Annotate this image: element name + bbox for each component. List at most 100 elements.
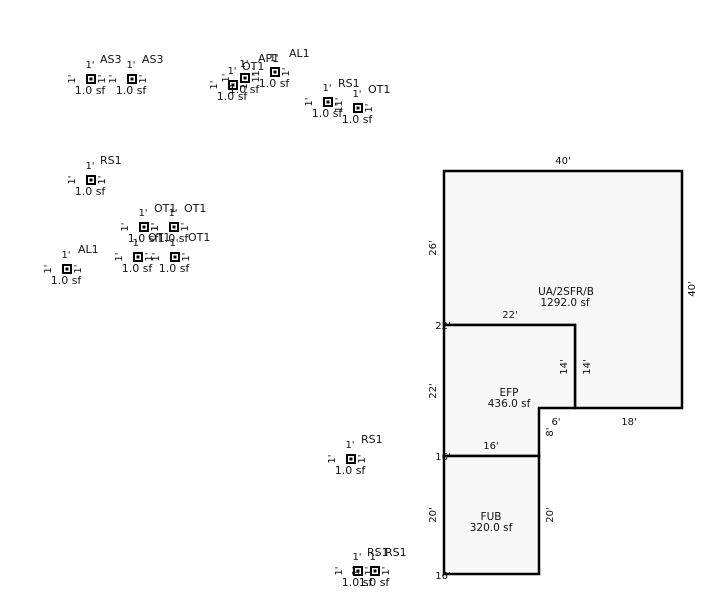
marker-dim-left: 1'	[351, 566, 362, 575]
marker-dim-left: 1'	[304, 97, 315, 106]
marker-core	[173, 255, 177, 259]
marker-dim-left: 1'	[327, 454, 338, 463]
marker-area-label: 1.0 sf	[116, 84, 148, 97]
marker-area-label: 1.0 sf	[122, 262, 154, 275]
marker-dim-right: 1'	[144, 252, 155, 261]
dim-left-lower: 20'	[428, 507, 439, 522]
marker-code-label: OT1	[154, 202, 176, 215]
fub-area-polygon[interactable]	[442, 454, 541, 576]
marker-dim-right: 1'	[97, 175, 108, 184]
marker-dim-top: 1'	[369, 552, 378, 563]
ua-code-label: UA/2SFR/B	[538, 286, 594, 298]
marker-dim-top: 1'	[169, 238, 178, 249]
marker-code-label: RS1	[361, 433, 383, 446]
dim-vertex-bottom: 16'	[435, 571, 450, 582]
marker-core	[243, 76, 247, 80]
marker-code-label: AS3	[100, 53, 122, 66]
marker-dim-right: 1'	[138, 74, 149, 83]
marker-core	[142, 225, 146, 229]
marker-dim-left: 1'	[334, 566, 345, 575]
marker-core	[89, 77, 93, 81]
marker-dim-top: 1'	[322, 83, 331, 94]
marker-area-label: 1.0 sf	[342, 576, 374, 589]
marker-dim-left: 1'	[209, 80, 220, 89]
efp-area-label: 436.0 sf	[488, 398, 531, 410]
marker-core	[130, 77, 134, 81]
dim-right: 40'	[687, 281, 698, 296]
marker-core	[356, 106, 360, 110]
marker-code-label: AS3	[142, 53, 164, 66]
marker-code-label: OT1	[188, 231, 210, 244]
marker-dim-right: 1'	[364, 566, 375, 575]
marker-dim-top: 1'	[227, 66, 236, 77]
marker-dim-right: 1'	[364, 103, 375, 112]
marker-core	[356, 569, 360, 573]
marker-area-label: 1.0 sf	[342, 113, 374, 126]
dim-step-vertical: 8'	[545, 427, 556, 436]
marker-dim-left: 1'	[150, 222, 161, 231]
marker-area-label: 1.0 sf	[159, 262, 191, 275]
fub-area-label: 320.0 sf	[470, 522, 513, 534]
marker-dim-top: 1'	[138, 208, 147, 219]
marker-dim-right: 1'	[97, 74, 108, 83]
marker-code-label: AL1	[78, 243, 99, 256]
dim-efp-fub-divider: 16'	[483, 441, 498, 452]
marker-core	[349, 457, 353, 461]
marker-area-label: 1.0 sf	[359, 576, 391, 589]
marker-dim-left: 1'	[67, 74, 78, 83]
marker-core	[172, 225, 176, 229]
marker-dim-top: 1'	[352, 89, 361, 100]
marker-dim-left: 1'	[67, 175, 78, 184]
dim-left-middle: 22'	[428, 383, 439, 398]
marker-dim-right: 1'	[180, 222, 191, 231]
marker-dim-top: 1'	[168, 208, 177, 219]
marker-code-label: RS1	[367, 546, 389, 559]
marker-dim-top: 1'	[126, 60, 135, 71]
marker-core	[273, 70, 277, 74]
marker-code-label: OT1	[242, 60, 264, 73]
marker-area-label: 1.0 sf	[128, 232, 160, 245]
dim-top: 40'	[555, 156, 570, 167]
marker-dim-right: 1'	[73, 264, 84, 273]
marker-area-label: 1.0 sf	[51, 274, 83, 287]
marker-code-label: OT1	[148, 231, 170, 244]
marker-dim-left: 1'	[114, 252, 125, 261]
dim-step-horizontal: 6'	[551, 417, 560, 428]
marker-code-label: OT1	[184, 202, 206, 215]
dim-vertex-22: 22'	[435, 321, 450, 332]
marker-dim-left: 1'	[221, 73, 232, 82]
marker-core	[326, 100, 330, 104]
marker-dim-top: 1'	[61, 250, 70, 261]
marker-code-label: RS1	[385, 546, 407, 559]
marker-dim-top: 1'	[345, 440, 354, 451]
marker-code-label: RS1	[338, 77, 360, 90]
efp-code-label: EFP	[499, 387, 518, 399]
marker-area-label: 1.0 sf	[335, 464, 367, 477]
dim-fub-right: 20'	[545, 507, 556, 522]
marker-dim-left: 1'	[120, 222, 131, 231]
marker-area-label: 1.0 sf	[259, 77, 291, 90]
marker-core	[231, 83, 235, 87]
marker-core	[89, 178, 93, 182]
marker-dim-left: 1'	[151, 252, 162, 261]
marker-area-label: 1.0 sf	[217, 90, 249, 103]
marker-area-label: 1.0 sf	[312, 107, 344, 120]
marker-area-label: 1.0 sf	[75, 84, 107, 97]
